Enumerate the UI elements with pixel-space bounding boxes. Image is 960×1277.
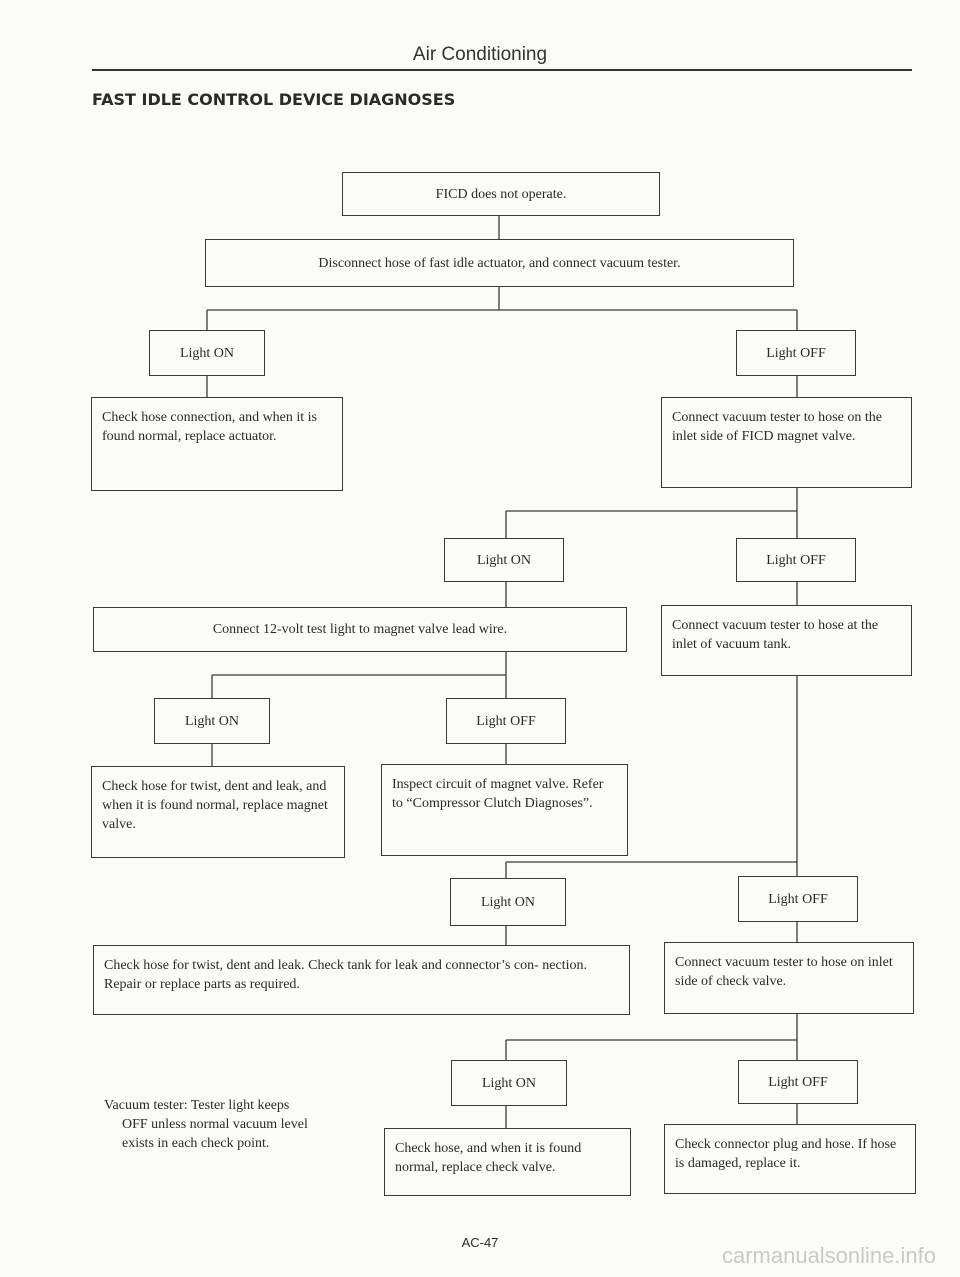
connect-vacuum-tank-box: Connect vacuum tester to hose at the inl… <box>661 605 912 676</box>
page-title: FAST IDLE CONTROL DEVICE DIAGNOSES <box>92 90 456 109</box>
check-tank-box: Check hose for twist, dent and leak. Che… <box>93 945 630 1015</box>
light-off-box-1: Light OFF <box>736 330 856 376</box>
connect-12v-box: Connect 12-volt test light to magnet val… <box>93 607 627 652</box>
note-line-3: exists in each check point. <box>122 1136 270 1151</box>
check-connector-box: Check connector plug and hose. If hose i… <box>664 1124 916 1194</box>
inspect-circuit-box: Inspect circuit of magnet valve. Refer t… <box>381 764 628 856</box>
light-on-box-4: Light ON <box>450 878 566 926</box>
light-on-box-3: Light ON <box>154 698 270 744</box>
check-twist-magnet-box: Check hose for twist, dent and leak, and… <box>91 766 345 858</box>
light-on-box-1: Light ON <box>149 330 265 376</box>
connect-check-valve-box: Connect vacuum tester to hose on inlet s… <box>664 942 914 1014</box>
note-line-1: Vacuum tester: Tester light keeps <box>104 1098 290 1113</box>
light-off-box-5: Light OFF <box>738 1060 858 1104</box>
light-off-box-2: Light OFF <box>736 538 856 582</box>
disconnect-box: Disconnect hose of fast idle actuator, a… <box>205 239 794 287</box>
light-on-box-2: Light ON <box>444 538 564 582</box>
light-off-box-3: Light OFF <box>446 698 566 744</box>
connect-inlet-magnet-box: Connect vacuum tester to hose on the inl… <box>661 397 912 488</box>
light-on-box-5: Light ON <box>451 1060 567 1106</box>
vacuum-tester-note: Vacuum tester: Tester light keeps OFF un… <box>104 1096 308 1153</box>
check-valve-replace-box: Check hose, and when it is found normal,… <box>384 1128 631 1196</box>
note-line-2: OFF unless normal vacuum level <box>122 1117 308 1132</box>
start-box: FICD does not operate. <box>342 172 660 216</box>
light-off-box-4: Light OFF <box>738 876 858 922</box>
page-header: Air Conditioning <box>412 44 548 65</box>
watermark: carmanualsonline.info <box>721 1243 936 1268</box>
header-rule <box>92 69 912 71</box>
page-number: AC-47 <box>461 1235 499 1250</box>
check-hose-connection-box: Check hose connection, and when it is fo… <box>91 397 343 491</box>
